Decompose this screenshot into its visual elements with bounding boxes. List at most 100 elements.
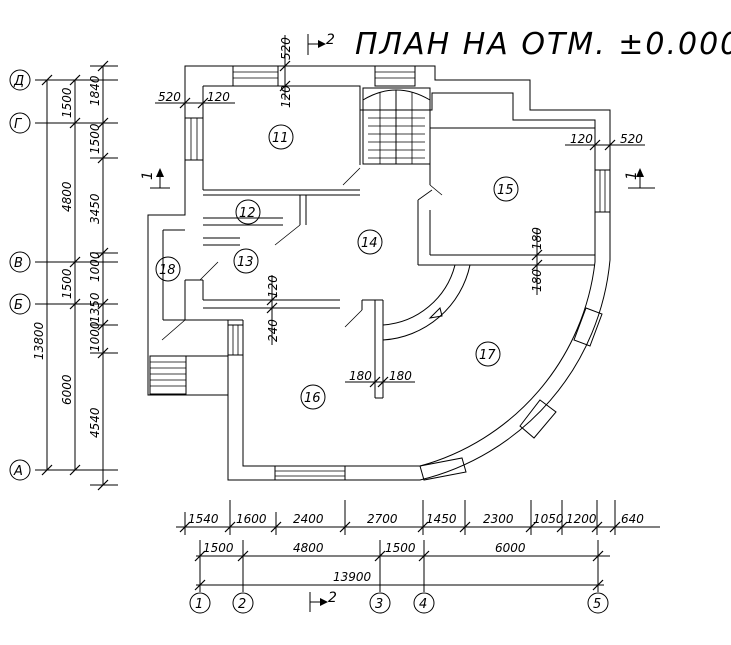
axis-label-A: А — [13, 464, 23, 479]
axis-marker-B: Б — [9, 293, 31, 315]
axis-label-B: Б — [14, 298, 23, 313]
room-12-label: 12 — [239, 206, 256, 221]
section-marker-top: 2 — [307, 32, 335, 55]
section-marker-bottom: 2 — [309, 590, 337, 612]
section-marker-right: 1 — [624, 168, 655, 189]
wall-dim-tick-right-1 — [589, 139, 601, 151]
section-marker-top-label: 2 — [326, 32, 335, 48]
wall-label-top-120: 120 — [279, 85, 293, 108]
wall-dim-tick-left-2 — [197, 97, 209, 109]
section-marker-left: 1 — [140, 168, 170, 189]
dim-left-outer-3: 3450 — [88, 193, 102, 224]
dim-left-outer-5: 1350 — [88, 292, 102, 323]
wall-label-right-120: 120 — [570, 132, 593, 146]
dim-left-outer-6: 1000 — [88, 321, 102, 352]
section-marker-left-label: 1 — [140, 171, 156, 180]
axis-label-D: Д — [13, 74, 24, 89]
wall-dim-tick-240-2 — [266, 302, 278, 314]
dim-bottom-2: 1600 — [236, 512, 267, 526]
wall-dim-tick-top-2 — [279, 80, 291, 92]
dim-bottom-1: 1540 — [188, 512, 219, 526]
room-11: 11 — [268, 124, 294, 150]
wall-dim-tick-180-1 — [531, 249, 543, 261]
room-17: 17 — [475, 341, 501, 367]
dim-bottom-4: 2700 — [367, 512, 398, 526]
door-swings — [161, 167, 443, 341]
axis-label-5: 5 — [593, 597, 601, 612]
dim-left-outer-1: 1840 — [88, 75, 102, 106]
axis-marker-A: А — [9, 459, 31, 481]
dim-bottom-mid-2: 4800 — [293, 541, 324, 555]
entrance-stair — [149, 355, 228, 395]
room-13: 13 — [233, 248, 259, 274]
room-13-label: 13 — [237, 255, 254, 270]
axis-marker-V: В — [9, 251, 31, 273]
dim-left-mid-2: 4800 — [60, 181, 74, 212]
axis-marker-2: 2 — [232, 592, 254, 614]
wall-dim-tick-bottom-2 — [377, 376, 389, 388]
axis-marker-G: Г — [9, 112, 31, 134]
axis-marker-D: Д — [9, 69, 31, 91]
wall-dim-tick-240-1 — [266, 294, 278, 306]
room-15-label: 15 — [497, 183, 514, 198]
left-dimension-lines — [35, 60, 118, 491]
wall-label-top-520: 520 — [279, 37, 293, 60]
wall-label-120-mid: 120 — [266, 275, 280, 298]
room-14: 14 — [357, 229, 383, 255]
windows — [184, 65, 611, 481]
wall-label-180-left: 180 — [349, 369, 372, 383]
dim-bottom-total: 13900 — [333, 570, 372, 584]
room-18: 18 — [155, 256, 181, 282]
axis-label-4: 4 — [419, 597, 427, 612]
wall-label-left-120: 120 — [207, 90, 230, 104]
wall-label-240: 240 — [266, 319, 280, 342]
room-17-label: 17 — [479, 348, 496, 363]
dim-bottom-mid-3: 1500 — [385, 541, 416, 555]
dim-bottom-mid-4: 6000 — [495, 541, 526, 555]
staircase-top — [362, 87, 431, 165]
room-11-label: 11 — [272, 131, 289, 146]
bottom-dimension-lines — [176, 500, 660, 592]
axis-label-V: В — [14, 256, 23, 271]
axis-marker-1: 1 — [189, 592, 211, 614]
dim-left-outer-2: 1500 — [88, 123, 102, 154]
wall-label-180-right: 180 — [389, 369, 412, 383]
room-18-label: 18 — [159, 263, 176, 278]
wall-dim-tick-top-1 — [279, 60, 291, 72]
dim-bottom-3: 2400 — [293, 512, 324, 526]
room-16: 16 — [300, 384, 326, 410]
dim-left-total: 13800 — [32, 321, 46, 360]
dim-left-mid-3: 1500 — [60, 268, 74, 299]
axis-marker-5: 5 — [587, 592, 609, 614]
wall-dim-tick-left-1 — [179, 97, 191, 109]
room-14-label: 14 — [361, 236, 378, 251]
dim-bottom-5: 1450 — [426, 512, 457, 526]
axis-label-3: 3 — [375, 597, 383, 612]
dim-bottom-6: 2300 — [483, 512, 514, 526]
room-15: 15 — [493, 176, 519, 202]
axis-label-2: 2 — [238, 597, 246, 612]
axis-label-G: Г — [14, 117, 23, 132]
wall-label-right-520: 520 — [620, 132, 643, 146]
dim-left-mid-4: 6000 — [60, 374, 74, 405]
wall-label-left-520: 520 — [158, 90, 181, 104]
section-marker-right-label: 1 — [624, 171, 640, 180]
dim-left-outer-7: 4540 — [88, 407, 102, 438]
wall-dim-tick-bottom-1 — [369, 376, 381, 388]
dim-bottom-mid-1: 1500 — [203, 541, 234, 555]
axis-marker-3: 3 — [369, 592, 391, 614]
dim-bottom-9: 640 — [621, 512, 644, 526]
axis-label-1: 1 — [195, 597, 203, 612]
axis-marker-4: 4 — [413, 592, 435, 614]
dim-bottom-7: 1050 — [533, 512, 564, 526]
dim-left-mid-1: 1500 — [60, 87, 74, 118]
room-16-label: 16 — [304, 391, 321, 406]
curved-stair — [382, 264, 471, 341]
section-marker-bottom-label: 2 — [328, 590, 337, 606]
room-12: 12 — [235, 199, 261, 225]
wall-dim-tick-right-2 — [604, 139, 616, 151]
dim-left-outer-4: 1000 — [88, 251, 102, 282]
plan-title: ПЛАН НА ОТМ. ±0.000 — [355, 27, 731, 62]
wall-dim-tick-180-2 — [531, 259, 543, 271]
